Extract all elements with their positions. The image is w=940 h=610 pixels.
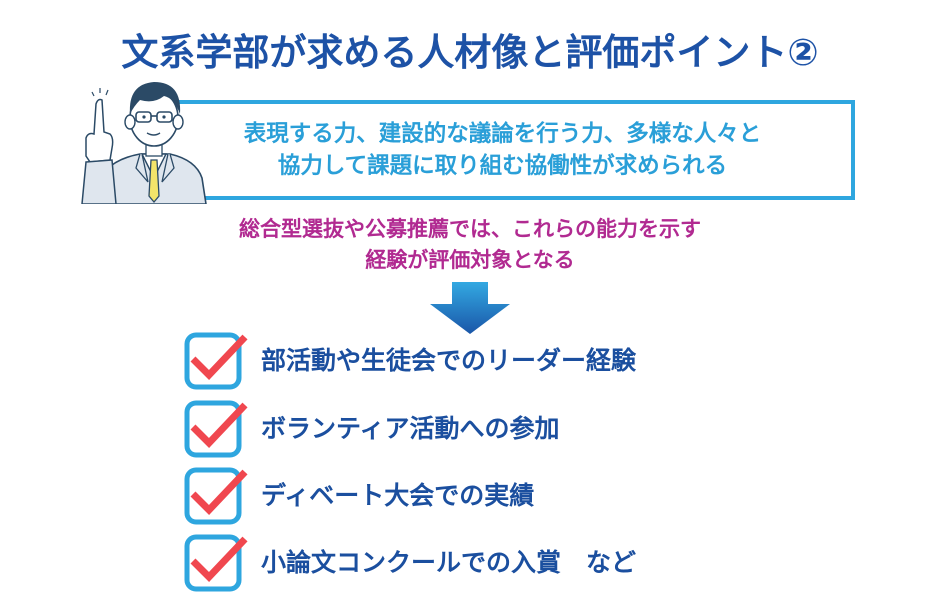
down-arrow-icon bbox=[430, 282, 510, 334]
checkbox-checked-icon bbox=[184, 467, 248, 525]
checklist-item: ディベート大会での実績 bbox=[183, 464, 783, 525]
callout-line-2: 協力して課題に取り組む協働性が求められる bbox=[277, 153, 728, 179]
businessman-pointing-illustration bbox=[81, 82, 207, 204]
note-line-1: 総合型選抜や公募推薦では、これらの能力を示す bbox=[239, 217, 701, 241]
checklist-item: ボランティア活動への参加 bbox=[183, 397, 783, 458]
checkbox-checked-icon bbox=[184, 534, 248, 592]
page-title: 文系学部が求める人材像と評価ポイント② bbox=[121, 31, 819, 74]
callout-text: 表現する力、建設的な議論を行う力、多様な人々と 協力して課題に取り組む協働性が求… bbox=[154, 118, 851, 182]
callout-line-1: 表現する力、建設的な議論を行う力、多様な人々と bbox=[243, 121, 762, 147]
checklist-item: 部活動や生徒会でのリーダー経験 bbox=[183, 329, 783, 390]
checklist-item-label: 小論文コンクールでの入賞 など bbox=[261, 548, 637, 577]
checklist-item-label: ボランティア活動への参加 bbox=[261, 414, 560, 443]
checklist-item-label: ディベート大会での実績 bbox=[261, 481, 535, 510]
checkbox-checked-icon bbox=[184, 332, 248, 390]
checklist-item: 小論文コンクールでの入賞 など bbox=[183, 531, 783, 592]
checklist-item-label: 部活動や生徒会でのリーダー経験 bbox=[261, 346, 637, 375]
note-line-2: 経験が評価対象となる bbox=[365, 248, 575, 272]
evaluation-note: 総合型選抜や公募推薦では、これらの能力を示す 経験が評価対象となる bbox=[0, 214, 940, 276]
callout-box: 表現する力、建設的な議論を行う力、多様な人々と 協力して課題に取り組む協働性が求… bbox=[150, 100, 855, 200]
checkbox-checked-icon bbox=[184, 400, 248, 458]
